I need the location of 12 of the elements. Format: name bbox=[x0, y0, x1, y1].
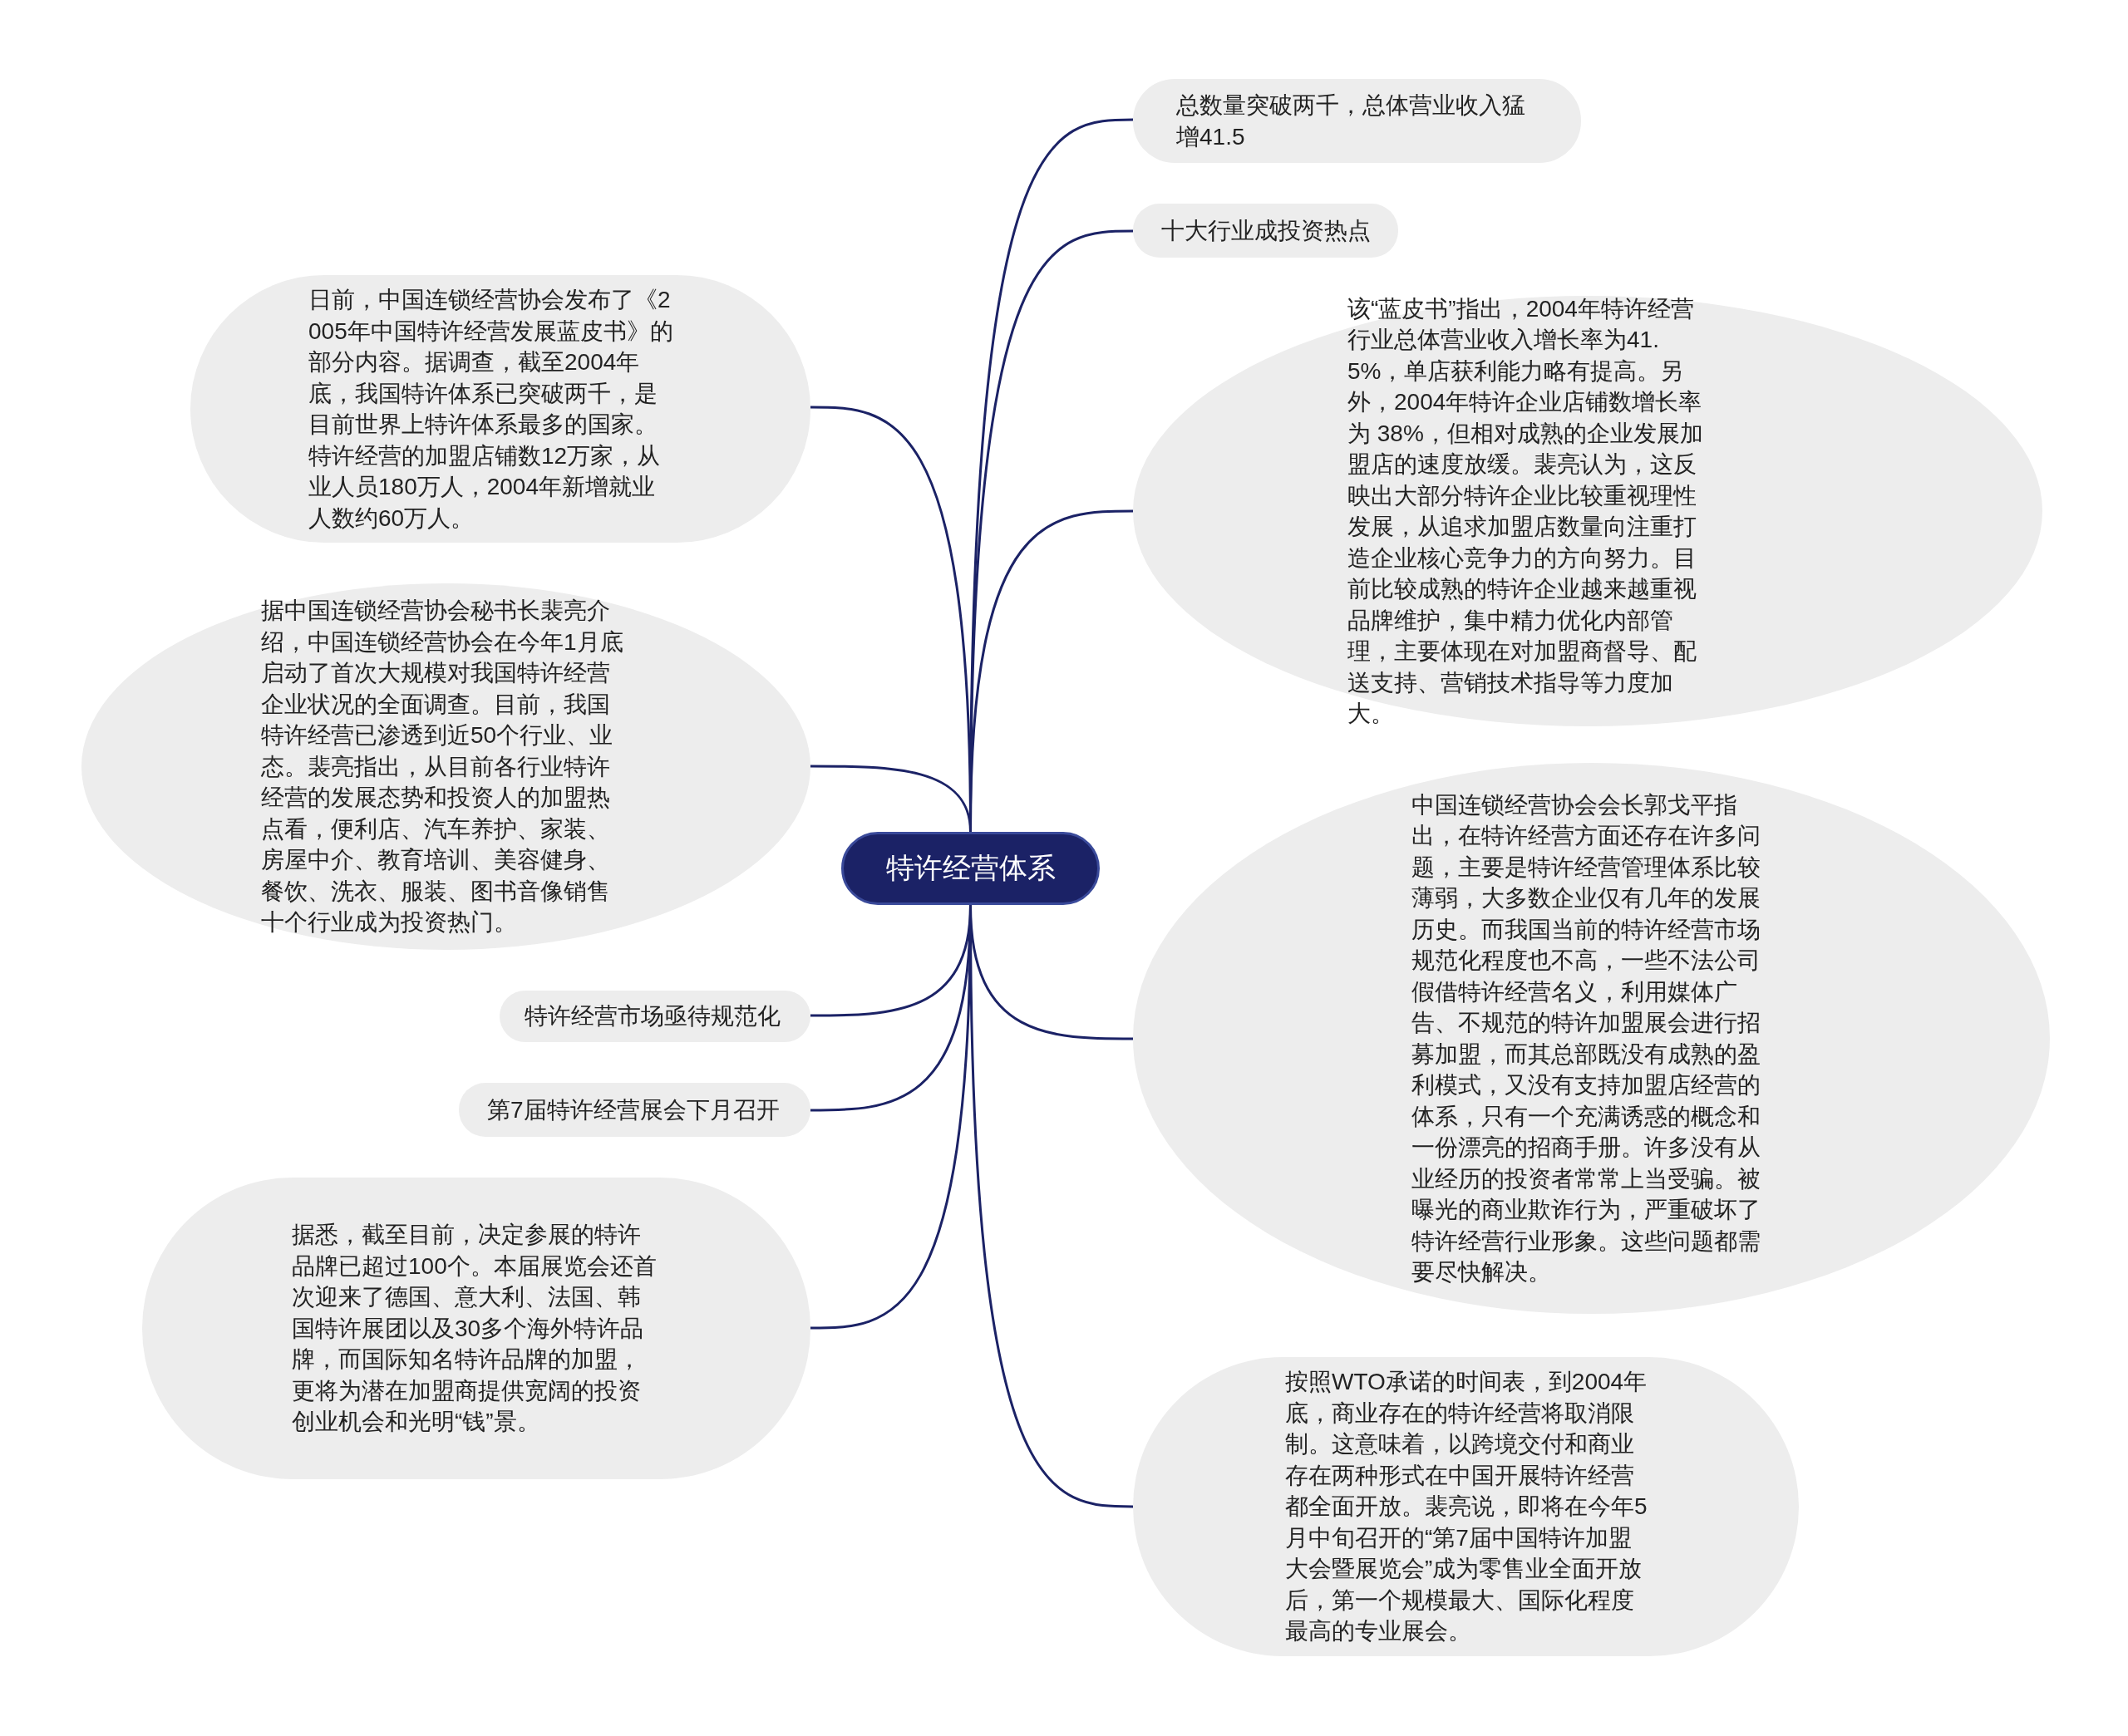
topic-text: 据悉，截至目前，决定参展的特许品牌已超过100个。本届展览会还首次迎来了德国、意大利、法国、韩国特许展团以及30多个海外特许品牌，而国际知名特许品牌的加盟，更将为潜在加盟商提供宽阔的投资创业机会和光明“钱”景。 bbox=[292, 1221, 658, 1437]
central-topic-text: 特许经营体系 bbox=[885, 853, 1056, 884]
topic-text: 特许经营市场亟待规范化 bbox=[525, 1002, 781, 1031]
connector-line bbox=[810, 765, 972, 833]
topic-text: 据中国连锁经营协会秘书长裴亮介绍，中国连锁经营协会在今年1月底启动了首次大规模对我国特许经营企业状况的全面调查。目前，我国特许经营已渗透到近50个行业、业态。裴亮指出，从目前各行业特许经营的发展态势和投资人的加盟热点看，便利店、汽车养护、家装、房屋中介、教育培训、美容健身、餐饮、洗衣、服装、图书音像销售十个行业成为投资热门。 bbox=[261, 597, 624, 937]
topic-text: 中国连锁经营协会会长郭戈平指出，在特许经营方面还存在许多问题，主要是特许经营管理体系比较薄弱，大多数企业仅有几年的发展历史。而我国当前的特许经营市场规范化程度也不高，一些不法公司假借特许经营名义，利用媒体广告、不规范的特许加盟展会进行招募加盟，而其总部既没有成熟的盈利模式，又没有支持加盟店经营的体系，只有一个充满诱惑的概念和一份漂亮的招商手册。许多没有从业经历的投资者常常上当受骗。被曝光的商业欺诈行为，严重破坏了特许经营行业形象。这些问题都需要尽快解决。 bbox=[1411, 790, 1761, 1286]
topic-text: 该“蓝皮书”指出，2004年特许经营行业总体营业收入增长率为41.5%，单店获利能力略有提高。另外，2004年特许企业店铺数增长率为 38%，但相对成熟的企业发展加盟店的速度放缓。裴亮认为，这反映出大部分特许企业比较重视理性发展，从追求加盟店数量向注重打造企业核心竞争力的方向努力。目前比较成熟的特许企业越来越重视品牌维护，集中精力优化内部管理，主要体现在对加盟商督导、配送支持、营销技术指导等力度加大。 bbox=[1347, 294, 1704, 728]
topic-text: 按照WTO承诺的时间表，到2004年底，商业存在的特许经营将取消限制。这意味着，以跨境交付和商业存在两种形式在中国开展特许经营都全面开放。裴亮说，即将在今年5月中旬召开的“第7届中国特许加盟大会暨展览会”成为零售业全面开放后，第一个规模最大、国际化程度最高的专业展会。 bbox=[1285, 1368, 1648, 1646]
topic-text: 第7届特许经营展会下月召开 bbox=[487, 1095, 781, 1124]
topic-text: 日前，中国连锁经营协会发布了《2005年中国特许经营发展蓝皮书》的部分内容。据调查，截至2004年底，我国特许体系已突破两千，是目前世界上特许体系最多的国家。特许经营的加盟店铺数12万家，从业人员180万人，2004年新增就业人数约60万人。 bbox=[308, 286, 674, 533]
topic-text: 总数量突破两千，总体营业收入猛增41.5 bbox=[1176, 91, 1526, 151]
topic-text: 十大行业成投资热点 bbox=[1161, 216, 1372, 245]
